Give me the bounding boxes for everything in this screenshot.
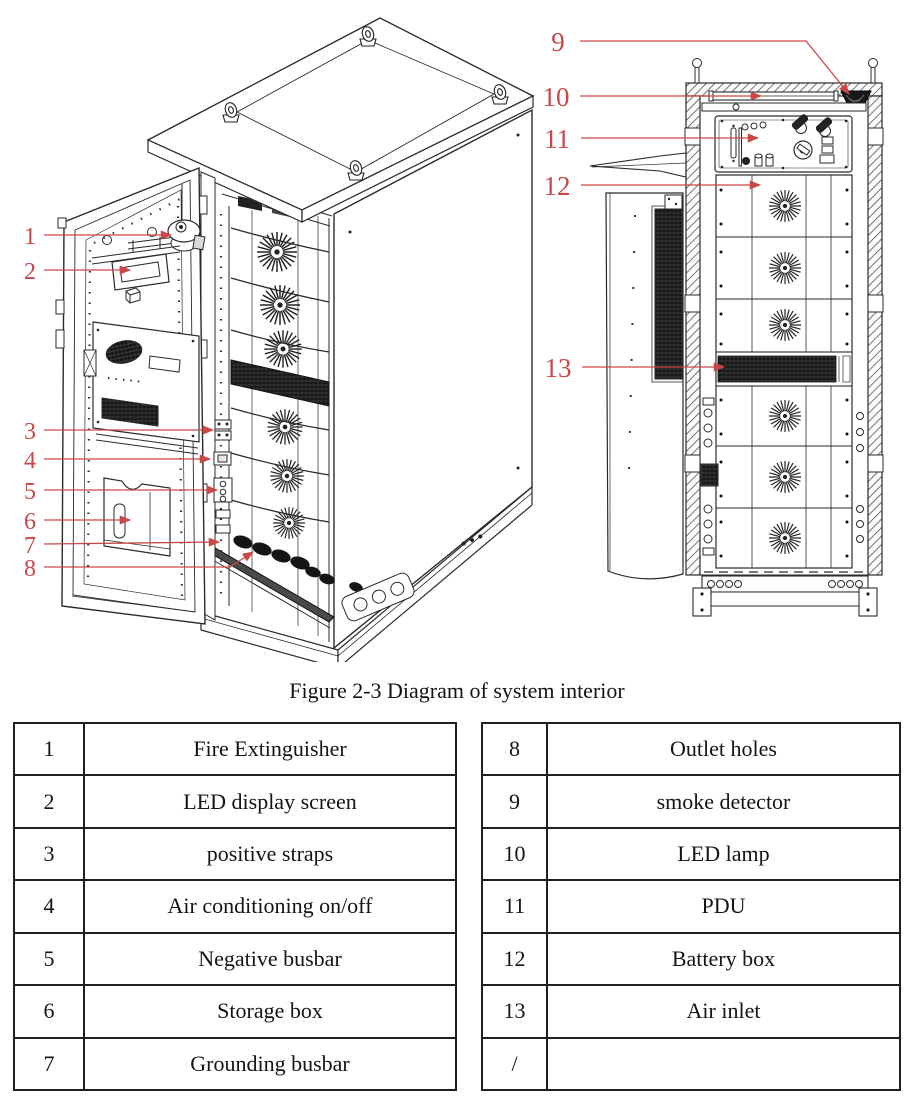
item-label: Grounding busbar <box>83 1036 457 1092</box>
callout-4: 4 <box>24 448 36 474</box>
callout-6: 6 <box>24 509 36 535</box>
item-number: 11 <box>481 879 548 934</box>
callout-leader-lines <box>43 40 850 568</box>
table-row: / <box>481 1036 901 1092</box>
item-number: 2 <box>13 774 85 829</box>
air-inlet <box>715 351 853 387</box>
item-label: positive straps <box>83 826 457 882</box>
item-number: 7 <box>13 1036 85 1092</box>
callout-1: 1 <box>24 224 36 250</box>
item-label: Storage box <box>83 984 457 1039</box>
item-number: 1 <box>13 721 85 777</box>
callout-7: 7 <box>24 533 36 559</box>
fire-extinguisher <box>127 184 206 252</box>
callout-3: 3 <box>24 419 36 445</box>
figure-area: 1 2 3 4 5 6 7 8 9 10 11 12 13 <box>24 17 884 670</box>
air-conditioner <box>83 321 200 443</box>
item-number: 8 <box>481 721 548 777</box>
callout-8: 8 <box>24 556 36 582</box>
item-number: 4 <box>13 879 85 934</box>
item-label: PDU <box>546 879 901 934</box>
pdu-panel <box>714 114 853 173</box>
item-number: / <box>481 1036 548 1092</box>
item-number: 5 <box>13 931 85 987</box>
storage-box <box>103 477 171 557</box>
item-label: Air inlet <box>546 984 901 1039</box>
callout-5: 5 <box>24 479 36 505</box>
item-label: Outlet holes <box>546 721 901 777</box>
front-view <box>589 58 884 617</box>
callout-numbers: 1 2 3 4 5 6 7 8 9 10 11 12 13 <box>24 27 572 582</box>
item-label: smoke detector <box>546 774 901 829</box>
callout-9: 9 <box>551 27 565 57</box>
callout-2: 2 <box>24 259 36 285</box>
item-label: Negative busbar <box>83 931 457 987</box>
system-interior-diagram: 1 2 3 4 5 6 7 8 9 10 11 12 13 <box>24 17 884 670</box>
item-number: 10 <box>481 826 548 882</box>
item-label: Air conditioning on/off <box>83 879 457 934</box>
item-number: 3 <box>13 826 85 882</box>
callout-10: 10 <box>543 82 570 112</box>
item-label <box>546 1036 901 1092</box>
callout-12: 12 <box>544 171 571 201</box>
callout-13: 13 <box>545 353 572 383</box>
figure-caption: Figure 2-3 Diagram of system interior <box>289 678 625 703</box>
item-number: 12 <box>481 931 548 987</box>
item-label: LED display screen <box>83 774 457 829</box>
item-number: 6 <box>13 984 85 1039</box>
led-display <box>91 245 181 291</box>
isometric-view <box>55 17 535 670</box>
item-number: 9 <box>481 774 548 829</box>
item-label: LED lamp <box>546 826 901 882</box>
item-label: Battery box <box>546 931 901 987</box>
item-label: Fire Extinguisher <box>83 721 457 777</box>
item-number: 13 <box>481 984 548 1039</box>
callout-11: 11 <box>544 124 570 154</box>
